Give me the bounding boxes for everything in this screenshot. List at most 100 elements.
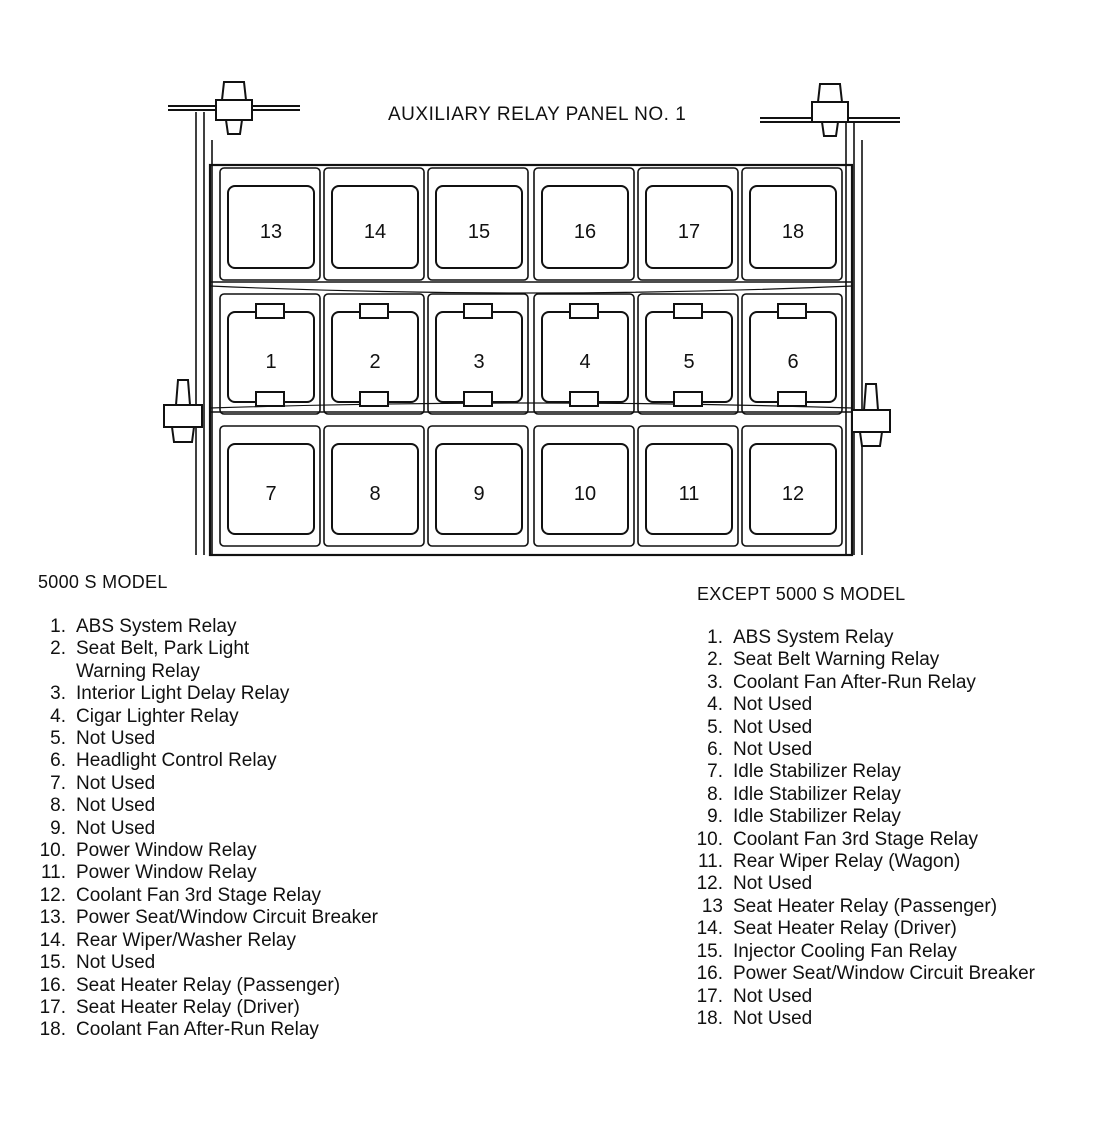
list-item-number: 7.	[707, 761, 723, 783]
list-item-label: Seat Heater Relay (Passenger)	[733, 895, 998, 917]
list-item: 8. Not Used	[38, 795, 378, 817]
list-item-number: 8.	[707, 783, 723, 805]
list-item-number: 15.	[39, 952, 66, 974]
relay-slot-5: 5	[637, 293, 739, 415]
list-item: 10.Power Window Relay	[38, 840, 378, 862]
list-item-number: 17.	[39, 996, 66, 1018]
relay-slot-number: 1	[265, 351, 276, 373]
list-item-label: Not Used	[733, 694, 813, 716]
relay-slot-number: 9	[473, 483, 484, 505]
relay-slot-number: 16	[574, 221, 596, 243]
list-item-label: Not Used	[76, 795, 156, 817]
list-item-label: Seat Belt, Park Light	[76, 638, 250, 660]
list-item-number: 9.	[707, 806, 723, 828]
list-item-label: Power Window Relay	[76, 862, 257, 884]
list-item: 4. Not Used	[695, 694, 1035, 716]
list-item-number: 3.	[707, 671, 723, 693]
list-item-number: 4.	[707, 694, 723, 716]
mounting-clip-side-left	[163, 379, 203, 443]
list-item-label: Rear Wiper Relay (Wagon)	[733, 851, 961, 873]
relay-latch-bottom	[777, 391, 807, 407]
list-item-label: Not Used	[76, 817, 156, 839]
relay-slot-number: 14	[364, 221, 386, 243]
list-item-number: 13.	[39, 907, 66, 929]
relay-latch-top	[463, 303, 493, 319]
list-item: 17.Seat Heater Relay (Driver)	[38, 997, 378, 1019]
list-item-number: 13	[701, 895, 723, 917]
list-item-label: Not Used	[733, 716, 813, 738]
relay-slot-16: 16	[533, 167, 635, 281]
list-item: 18.Not Used	[695, 1008, 1035, 1030]
list-item-label: Idle Stabilizer Relay	[733, 806, 901, 828]
list-item-label: Not Used	[733, 873, 813, 895]
relay-slot-7: 7	[219, 425, 321, 547]
list-item-label: ABS System Relay	[76, 616, 237, 637]
list-item-label: Injector Cooling Fan Relay	[733, 940, 957, 962]
list-item: 9. Idle Stabilizer Relay	[695, 806, 1035, 828]
relay-slot-12: 12	[741, 425, 843, 547]
list-item-number: 9.	[50, 817, 66, 839]
list-item: 12. Not Used	[695, 873, 1035, 895]
list-item-number: 12.	[696, 873, 723, 895]
list-item-label: Power Window Relay	[76, 840, 257, 862]
list-item-label: Power Seat/Window Circuit Breaker	[76, 907, 378, 929]
list-item-label: Warning Relay	[76, 660, 200, 682]
list-item-label: Coolant Fan After-Run Relay	[733, 671, 976, 693]
relay-latch-top	[777, 303, 807, 319]
relay-latch-bottom	[255, 391, 285, 407]
list-item-label: Cigar Lighter Relay	[76, 705, 239, 727]
relay-latch-bottom	[569, 391, 599, 407]
relay-slot-number: 3	[473, 351, 484, 373]
list-item: 17.Not Used	[695, 986, 1035, 1008]
relay-slot-6: 6	[741, 293, 843, 415]
list-item-label: Not Used	[76, 728, 156, 750]
list-item: 10. Coolant Fan 3rd Stage Relay	[695, 829, 1035, 851]
list-item: 13 Seat Heater Relay (Passenger)	[695, 896, 1035, 918]
list-item-label: Not Used	[76, 952, 156, 974]
list-item-number: 14.	[696, 918, 723, 940]
list-item-number: 8.	[50, 795, 66, 817]
relay-slot-8: 8	[323, 425, 425, 547]
list-item: 11. Rear Wiper Relay (Wagon)	[695, 851, 1035, 873]
list-item: 5. Not Used	[38, 728, 378, 750]
list-item-number: 10.	[696, 828, 723, 850]
list-item: 1.ABS System Relay	[38, 616, 378, 638]
relay-slot-15: 15	[427, 167, 529, 281]
list-item-number: 2.	[707, 649, 723, 671]
list-item-number: 5.	[50, 728, 66, 750]
relay-slot-3: 3	[427, 293, 529, 415]
list-item-label: Headlight Control Relay	[76, 750, 277, 772]
list-item-number: 18.	[696, 1007, 723, 1029]
relay-latch-top	[359, 303, 389, 319]
list-item-number: 16.	[39, 974, 66, 996]
frame-rail-right	[845, 122, 863, 555]
list-item-number: 4.	[50, 705, 66, 727]
relay-slot-number: 6	[787, 351, 798, 373]
relay-slot-number: 18	[782, 221, 804, 243]
panel-outline	[208, 163, 854, 557]
mounting-clip-top-left	[215, 81, 253, 135]
list-item-label: Rear Wiper/Washer Relay	[76, 929, 296, 951]
list-item-label: Coolant Fan 3rd Stage Relay	[76, 884, 322, 906]
relay-slot-number: 11	[679, 483, 700, 505]
list-item: 8.Idle Stabilizer Relay	[695, 784, 1035, 806]
relay-slot-14: 14	[323, 167, 425, 281]
relay-latch-top	[673, 303, 703, 319]
list-item-label: Not Used	[733, 985, 813, 1007]
relay-latch-top	[569, 303, 599, 319]
list-item-label: Coolant Fan 3rd Stage Relay	[733, 828, 979, 850]
right-list-heading: EXCEPT 5000 S MODEL	[697, 584, 906, 604]
list-item-number: 11.	[697, 851, 723, 873]
relay-latch-bottom	[463, 391, 493, 407]
list-item-number: 18.	[39, 1019, 66, 1041]
list-item-label: Idle Stabilizer Relay	[733, 761, 901, 783]
list-item: 3.Interior Light Delay Relay	[38, 683, 378, 705]
relay-slot-number: 13	[260, 221, 282, 243]
list-item-label: Seat Heater Relay (Driver)	[733, 918, 957, 940]
list-item: 16.Seat Heater Relay (Passenger)	[38, 975, 378, 997]
relay-slot-13: 13	[219, 167, 321, 281]
mounting-clip-top-right	[811, 83, 849, 137]
list-item: 15.Injector Cooling Fan Relay	[695, 941, 1035, 963]
relay-slot-number: 4	[579, 351, 590, 373]
